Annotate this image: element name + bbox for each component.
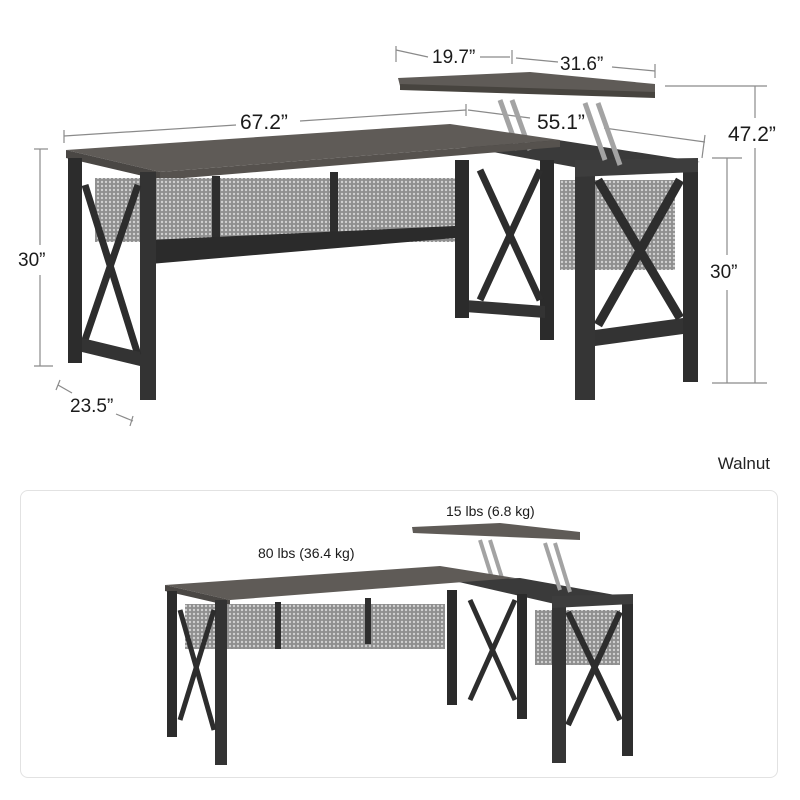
weight-lift-top: 15 lbs (6.8 kg) — [446, 503, 535, 519]
dim-lifted-height: 47.2” — [728, 123, 776, 146]
dim-return-height: 30” — [710, 262, 738, 283]
weight-return-desk — [450, 578, 633, 763]
weight-capacity-panel — [20, 490, 778, 778]
weight-lift-top — [412, 523, 580, 593]
dimension-lines — [34, 46, 767, 427]
dim-main-desk-height: 30” — [18, 250, 46, 271]
dim-main-desk-length: 67.2” — [240, 111, 288, 134]
weight-main-desk: 80 lbs (36.4 kg) — [258, 545, 355, 561]
dimension-drawing — [34, 46, 767, 427]
finish-label: Walnut — [717, 454, 770, 473]
dim-main-desk-depth: 23.5” — [70, 396, 114, 417]
main-desk — [66, 124, 560, 400]
dim-return-length: 55.1” — [537, 111, 585, 134]
weight-main-desk — [165, 566, 515, 765]
dim-lift-top-width: 31.6” — [560, 54, 604, 75]
dim-lift-top-depth: 19.7” — [432, 47, 476, 68]
